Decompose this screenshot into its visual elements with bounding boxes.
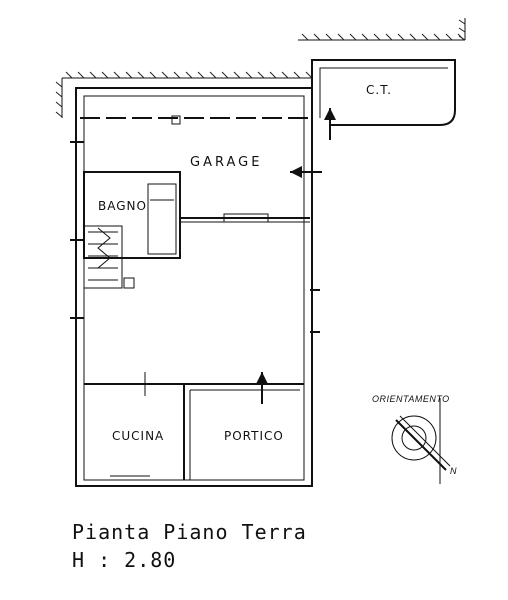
hatch-tick — [55, 81, 63, 88]
room-label-ct: C.T. — [366, 83, 392, 97]
outer-walls — [75, 87, 313, 487]
hatch-tick — [125, 71, 133, 79]
compass-north-label: N — [450, 466, 457, 476]
hatch-tick — [269, 71, 277, 79]
hatch-tick — [458, 19, 466, 25]
hatch-tick — [77, 71, 85, 79]
hatch-tick — [373, 33, 381, 41]
entry-arrow-garage — [290, 166, 322, 178]
hatch-tick — [458, 27, 466, 33]
entry-arrow-portico — [256, 372, 268, 404]
bagno-walls — [83, 171, 181, 259]
hatch-tick — [137, 71, 145, 79]
hatch-tick — [445, 33, 453, 41]
hatch-tick — [55, 91, 63, 98]
hatch-tick — [385, 33, 393, 41]
plan-title: Pianta Piano Terra — [72, 520, 307, 544]
staircase — [83, 225, 135, 289]
boundary-hatch — [55, 18, 466, 118]
compass-rose: ORIENTAMENTO N — [372, 394, 457, 484]
hatch-tick — [458, 35, 466, 41]
hatch-tick — [113, 71, 121, 79]
hatch-tick — [89, 71, 97, 79]
room-label-bagno: BAGNO — [98, 199, 147, 213]
room-label-garage: GARAGE — [190, 155, 262, 170]
hatch-tick — [185, 71, 193, 79]
hatch-tick — [245, 71, 253, 79]
room-label-portico: PORTICO — [224, 429, 284, 443]
window-marks — [70, 141, 320, 481]
hatch-tick — [161, 71, 169, 79]
hatch-tick — [293, 71, 301, 79]
ct-room-outline — [311, 59, 456, 126]
hatch-tick — [55, 111, 63, 118]
hatch-tick — [209, 71, 217, 79]
hatch-tick — [149, 71, 157, 79]
hatch-tick — [281, 71, 289, 79]
hatch-tick — [397, 33, 405, 41]
hatch-tick — [421, 33, 429, 41]
hatch-tick — [65, 71, 73, 79]
hatch-tick — [101, 71, 109, 79]
compass-label: ORIENTAMENTO — [372, 394, 450, 404]
hatch-tick — [233, 71, 241, 79]
ceiling-height: H : 2.80 — [72, 548, 177, 572]
hatch-tick — [349, 33, 357, 41]
hatch-tick — [221, 71, 229, 79]
hatch-tick — [257, 71, 265, 79]
hatch-tick — [55, 101, 63, 108]
hatch-tick — [313, 33, 321, 41]
hatch-tick — [409, 33, 417, 41]
room-label-cucina: CUCINA — [112, 429, 164, 443]
hatch-tick — [325, 33, 333, 41]
hatch-tick — [197, 71, 205, 79]
hatch-tick — [433, 33, 441, 41]
hatch-tick — [173, 71, 181, 79]
hatch-tick — [361, 33, 369, 41]
hatch-tick — [337, 33, 345, 41]
entry-arrow-ct — [324, 108, 336, 140]
hatch-tick — [301, 33, 309, 41]
